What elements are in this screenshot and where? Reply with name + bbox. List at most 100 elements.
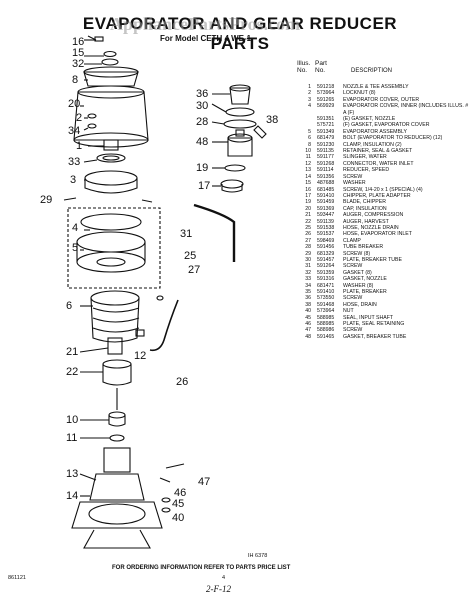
illus-no: 5 — [308, 128, 311, 135]
illus-no: 2 — [308, 90, 311, 97]
doc-code: 861121 — [8, 575, 26, 581]
col-illus-no: Illus. No. — [297, 60, 311, 74]
part-no: 573964 — [317, 308, 335, 315]
illus-no: 30 — [305, 256, 311, 263]
part-description: SCREW, 1/4-20 x 1 (SPECIAL) (4) — [343, 186, 423, 193]
illus-no: 12 — [305, 160, 311, 167]
part-no: 588985 — [317, 314, 335, 321]
part-no: 591369 — [317, 205, 335, 212]
part-no: 487688 — [317, 180, 335, 187]
page-title: EVAPORATOR AND GEAR REDUCER PARTS — [82, 14, 398, 53]
part-description: CAP, INSULATION — [343, 205, 387, 212]
part-no: 591538 — [317, 224, 335, 231]
part-description: WASHER (8) — [343, 282, 374, 289]
callout-label: 28 — [196, 116, 209, 128]
illus-no: 3 — [308, 96, 311, 103]
parts-list-row: 3 591265 EVAPORATOR COVER, OUTER — [297, 97, 469, 103]
illus-no: 40 — [305, 308, 311, 315]
part-no: 591410 — [317, 289, 335, 295]
part-no: 591230 — [317, 141, 335, 148]
part-no: 681471 — [317, 282, 335, 289]
part-no: 588985 — [317, 321, 335, 328]
part-no: 591457 — [317, 256, 335, 263]
part-description: CHIPPER, PLATE ADAPTER — [343, 192, 411, 199]
part-no: 591135 — [317, 148, 334, 155]
illus-no: 26 — [305, 231, 311, 238]
part-no: 598469 — [317, 237, 335, 244]
parts-list-row: 40 573964 NUT — [297, 308, 469, 314]
parts-list-row: 591351 (E) GASKET, NOZZLE — [297, 116, 469, 122]
part-no: 569929 — [317, 103, 335, 110]
part-no: 591218 — [317, 84, 335, 90]
illus-no: 21 — [305, 212, 311, 219]
part-description: BOLT (EVAPORATOR TO REDUCER) (12) — [343, 135, 443, 142]
callout-label: 46 — [174, 487, 187, 499]
callout-label: 27 — [188, 264, 201, 276]
part-description: CLAMP, INSULATION (2) — [343, 141, 402, 148]
callout-label: 6 — [66, 300, 73, 312]
illus-no: 16 — [305, 186, 311, 193]
illus-no: 8 — [308, 141, 311, 148]
part-description: CONNECTOR, WATER INLET — [343, 160, 414, 167]
callout-label: 19 — [196, 162, 209, 174]
callout-label: 3 — [70, 174, 77, 186]
part-no: 591537 — [317, 231, 335, 238]
figure-code: IH 6378 — [248, 553, 268, 559]
part-description: AUGER, COMPRESSION — [343, 212, 404, 219]
callout-label: 10 — [66, 414, 79, 426]
callout-label: 8 — [72, 74, 79, 86]
part-no: 591265 — [317, 96, 335, 103]
page-number: 4 — [222, 575, 226, 581]
parts-list-row: 575721(F) GASKET, EVAPORATOR COVER — [297, 122, 469, 128]
callout-label: 17 — [198, 180, 211, 192]
part-no: 591316 — [317, 276, 335, 283]
part-no: 591356 — [317, 173, 335, 180]
part-description: HOSE, DRAIN — [343, 301, 377, 308]
part-description: SCREW — [343, 327, 363, 334]
callout-label: 4 — [72, 222, 79, 234]
part-description: SCREW — [343, 263, 363, 270]
part-no: 591410 — [317, 192, 335, 199]
callout-label: 20 — [68, 98, 81, 110]
part-description: NUT — [343, 308, 354, 315]
part-description: PLATE, SEAL RETAINING — [343, 321, 405, 328]
illus-no: 45 — [305, 314, 311, 321]
illus-no: 6 — [308, 135, 311, 142]
illus-no: 13 — [305, 167, 311, 174]
part-no: 591177 — [317, 154, 334, 161]
part-no: 591264 — [317, 263, 335, 270]
part-no: 591456 — [317, 244, 335, 251]
part-description: HOSE, EVAPORATOR INLET — [343, 231, 412, 238]
callout-label: 13 — [66, 468, 79, 480]
illus-no: 4 — [308, 103, 311, 110]
callout-label: 2 — [76, 112, 83, 124]
callout-label: 26 — [176, 376, 189, 388]
callout-label: 16 — [72, 36, 85, 48]
part-description: SCREW (8) — [343, 250, 371, 257]
part-description: (E) GASKET, NOZZLE — [343, 116, 396, 123]
part-description: SLINGER, WATER — [343, 154, 387, 161]
part-no: 591351 — [317, 116, 335, 123]
part-description: EVAPORATOR COVER, OUTER — [343, 96, 420, 103]
illus-no: 48 — [305, 333, 311, 340]
illus-no: 27 — [305, 237, 311, 244]
illus-no: 1 — [308, 84, 311, 90]
callout-label: 34 — [68, 125, 81, 137]
part-description: TUBE BREAKER — [343, 244, 384, 251]
part-description: REDUCER, SPEED — [343, 167, 390, 174]
illus-no: 10 — [305, 148, 311, 155]
